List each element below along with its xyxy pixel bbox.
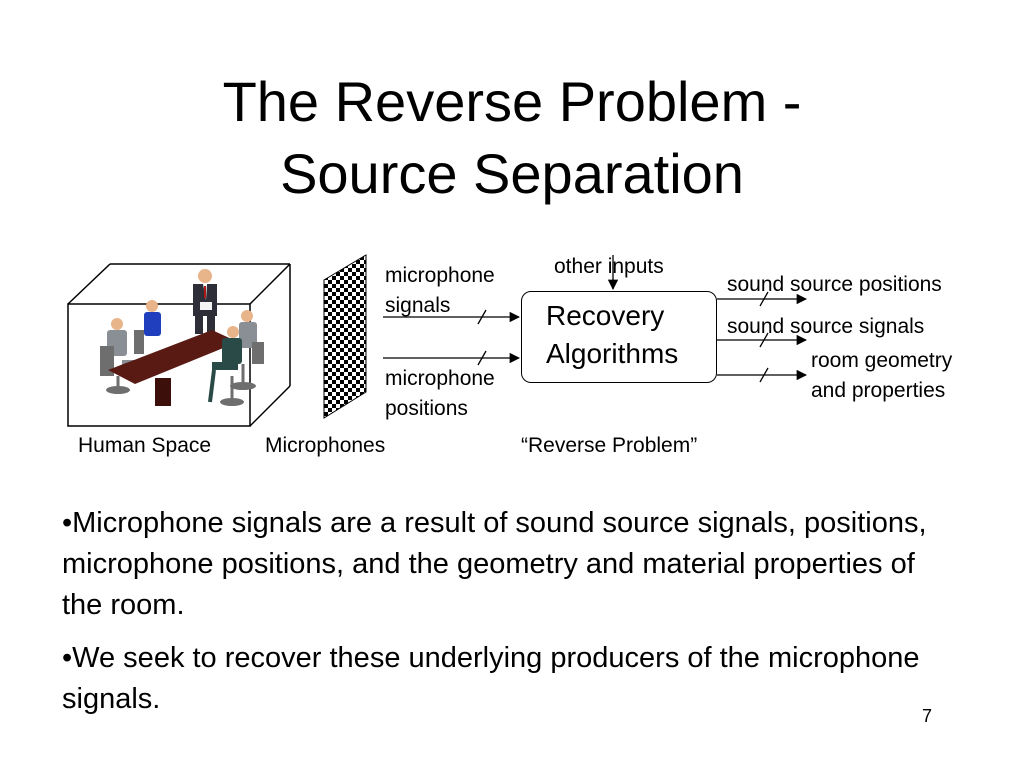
microphones-caption: Microphones xyxy=(265,434,386,457)
slide-title-line1: The Reverse Problem - xyxy=(222,70,802,133)
reverse-problem-diagram: Recovery Algorithms microphone signals m… xyxy=(67,254,952,457)
conference-table xyxy=(108,330,238,384)
positions-bus-slash xyxy=(477,350,487,366)
microphone-signals-line1: microphone xyxy=(385,264,495,287)
microphone-positions-line1: microphone xyxy=(385,367,495,390)
seated-man-right xyxy=(230,310,264,390)
seated-woman-teal xyxy=(208,326,244,406)
algo-label-line1: Recovery xyxy=(546,300,665,331)
microphone-positions-label: microphone positions xyxy=(385,364,495,424)
diagram-graphics xyxy=(67,254,808,427)
signals-bus-slash xyxy=(477,309,487,325)
seated-woman-blue xyxy=(134,300,161,354)
standing-person xyxy=(193,269,217,334)
microphone-positions-line2: positions xyxy=(385,397,468,420)
bullet-item-1: •Microphone signals are a result of soun… xyxy=(62,507,927,621)
microphone-signals-label: microphone signals xyxy=(385,261,495,321)
microphone-signals-line2: signals xyxy=(385,294,451,317)
other-inputs-label: other inputs xyxy=(554,255,664,278)
signals-output-slash xyxy=(759,332,769,348)
slide-title-line2: Source Separation xyxy=(280,142,744,205)
meeting-people-illustration xyxy=(100,269,264,406)
reverse-problem-caption: “Reverse Problem” xyxy=(521,434,698,457)
recovery-algorithms-box xyxy=(521,291,717,383)
human-space-caption: Human Space xyxy=(78,434,212,457)
room-geometry-label: room geometry and properties xyxy=(811,346,952,406)
page-number: 7 xyxy=(922,706,933,726)
sound-source-signals-label: sound source signals xyxy=(727,315,925,338)
microphone-array-panel xyxy=(323,254,367,419)
positions-output-slash xyxy=(759,291,769,307)
recovery-algorithms-label: Recovery Algorithms xyxy=(546,297,678,373)
slide-title: The Reverse Problem - Source Separation xyxy=(0,66,1024,210)
room-geometry-line1: room geometry xyxy=(811,349,953,372)
geometry-output-slash xyxy=(759,367,769,383)
room-box xyxy=(67,263,291,427)
bullet-list: •Microphone signals are a result of soun… xyxy=(62,503,962,732)
bullet-item-2: •We seek to recover these underlying pro… xyxy=(62,642,920,715)
algo-label-line2: Algorithms xyxy=(546,338,679,369)
seated-man-left xyxy=(100,318,148,394)
room-geometry-line2: and properties xyxy=(811,379,946,402)
table-leg xyxy=(155,378,171,406)
sound-source-positions-label: sound source positions xyxy=(727,273,942,296)
